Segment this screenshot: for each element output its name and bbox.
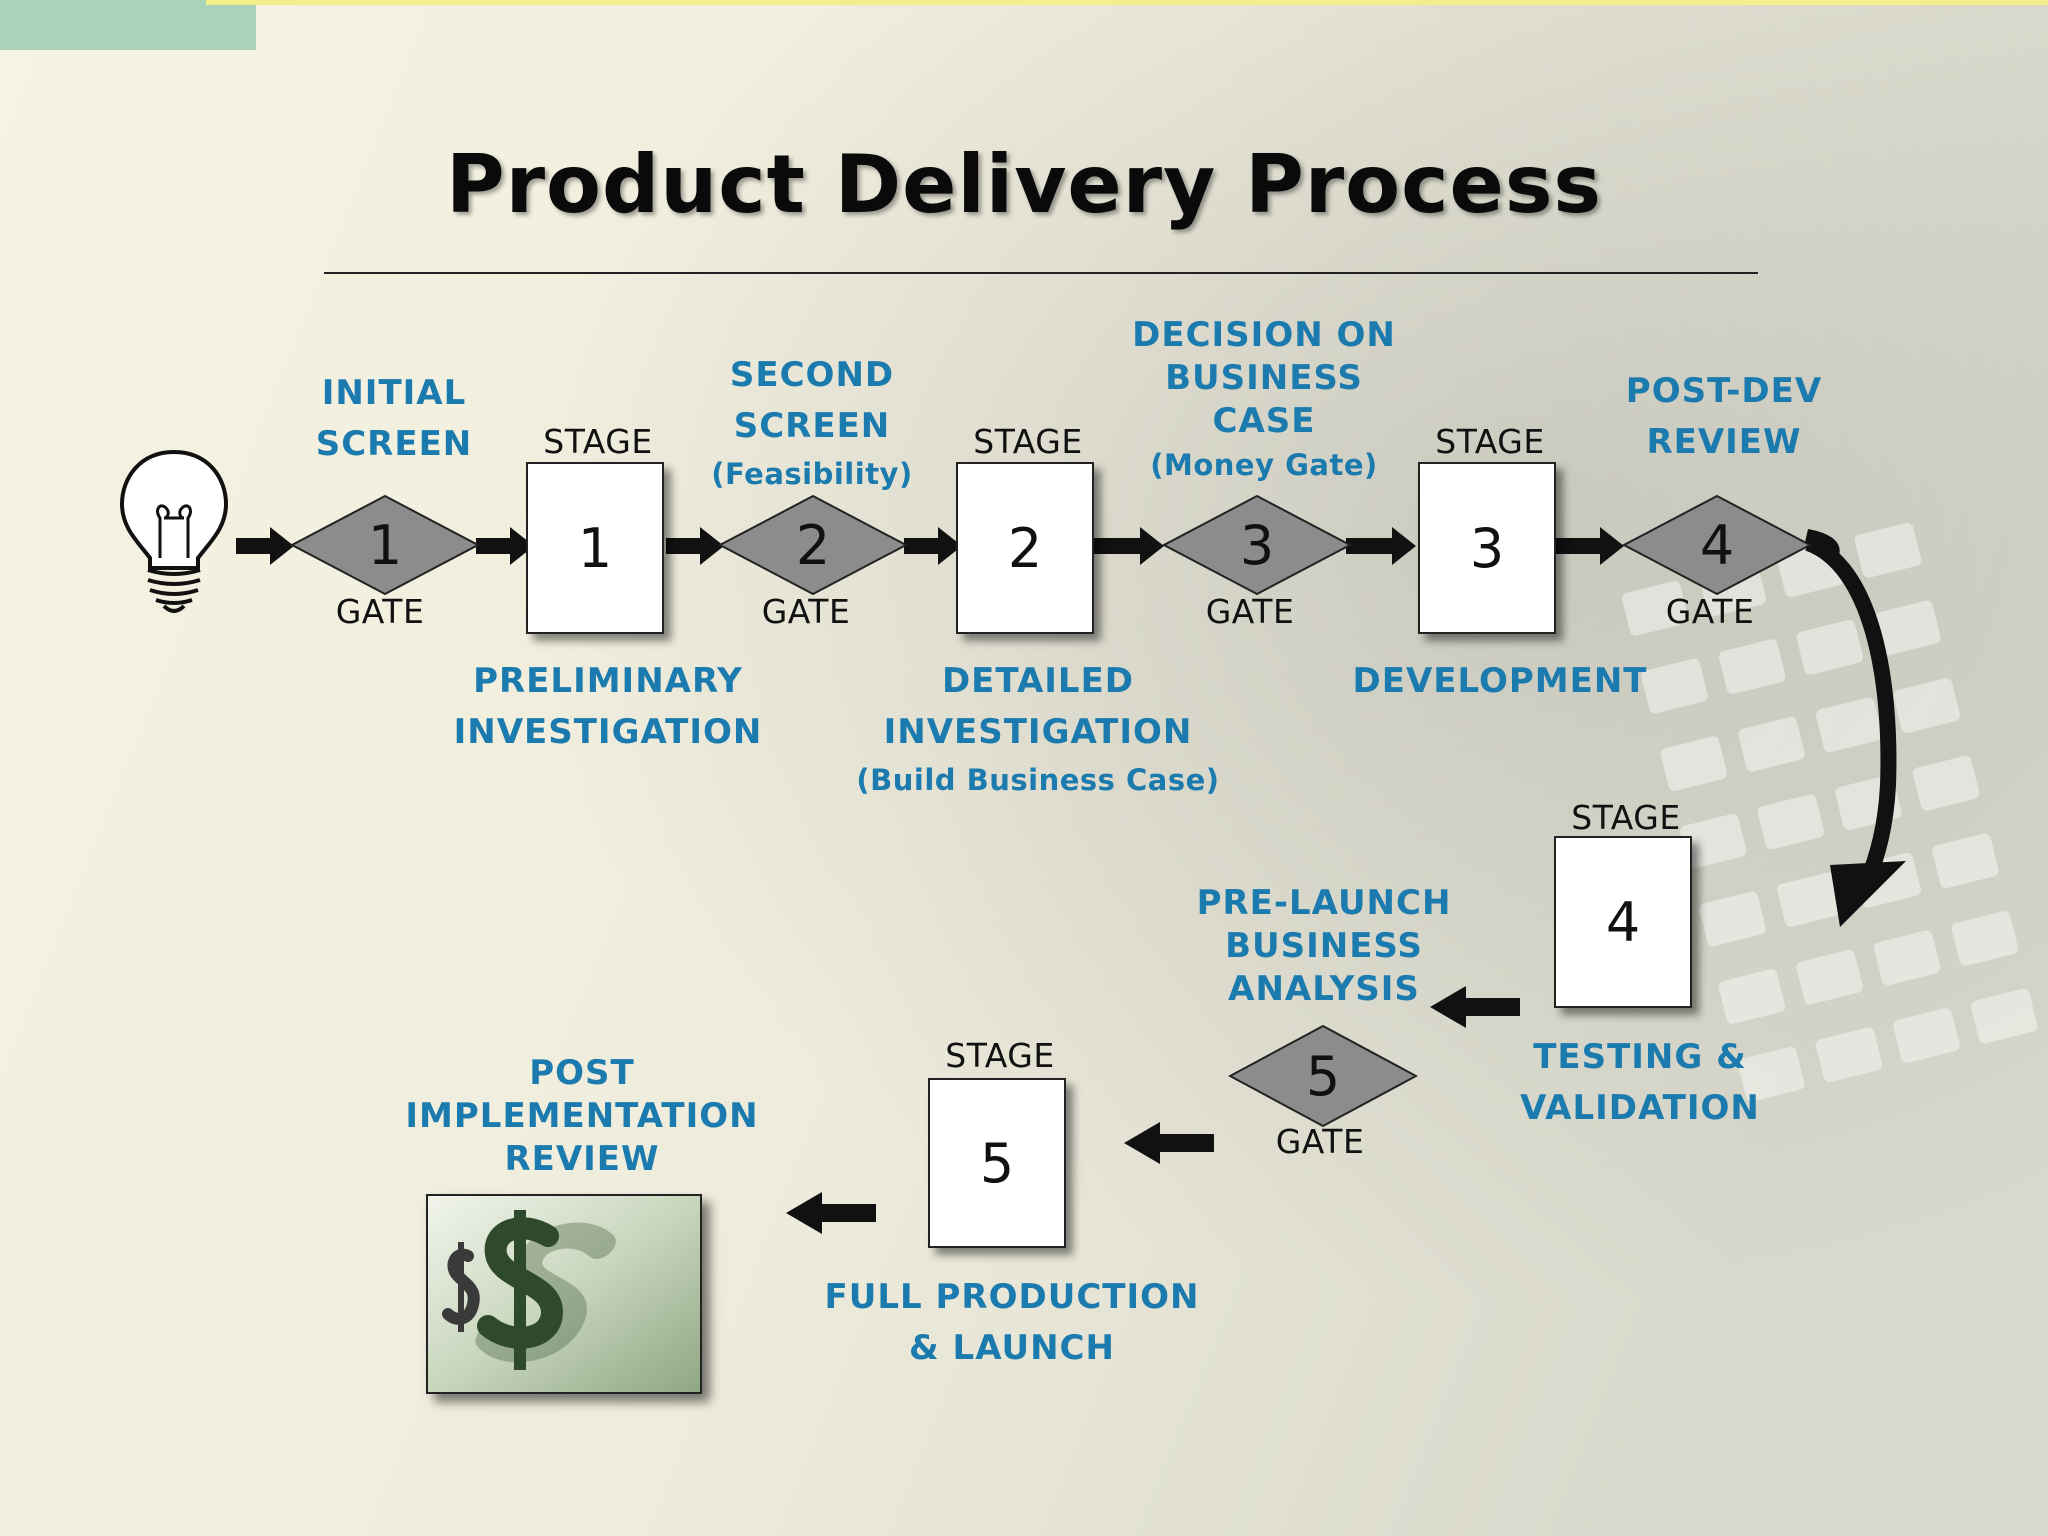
stage-number: 5 [979, 1131, 1015, 1195]
post-implementation-heading: POST IMPLEMENTATION REVIEW [405, 1053, 759, 1179]
gate-5-diamond: 5 [1228, 1024, 1418, 1128]
arrow-right-icon [1554, 527, 1624, 565]
arrow-left-icon [1430, 986, 1520, 1028]
stage-number: 4 [1605, 890, 1641, 954]
gate-number: 4 [1699, 513, 1735, 577]
gate-number: 3 [1239, 513, 1275, 577]
stage-4-box: 4 [1554, 836, 1692, 1008]
gate-label: GATE [335, 592, 425, 631]
gate-1-heading: INITIAL SCREEN [315, 373, 473, 464]
gate-label: GATE [761, 592, 851, 631]
arrow-right-icon [666, 527, 724, 565]
stage-number: 3 [1469, 516, 1505, 580]
arrow-right-icon [904, 527, 962, 565]
dollar-sign-image [426, 1194, 702, 1394]
gate-number: 1 [367, 513, 403, 577]
stage-number: 2 [1007, 516, 1043, 580]
stage-5-box: 5 [928, 1078, 1066, 1248]
gate-3-diamond: 3 [1162, 494, 1352, 596]
top-strip [206, 0, 2048, 5]
stage-label: STAGE [543, 422, 653, 461]
stage-4-caption: TESTING & VALIDATION [1520, 1037, 1760, 1128]
arrow-left-icon [786, 1192, 876, 1234]
arrow-right-icon [1094, 527, 1164, 565]
gate-label: GATE [1665, 592, 1755, 631]
gate-4-heading: POST-DEV REVIEW [1625, 371, 1823, 462]
stage-2-caption: DETAILED INVESTIGATION (Build Business C… [856, 661, 1220, 797]
arrow-left-icon [1124, 1122, 1214, 1164]
gate-1-diamond: 1 [290, 494, 480, 596]
gate-label: GATE [1205, 592, 1295, 631]
stage-label: STAGE [1435, 422, 1545, 461]
title-divider [324, 272, 1758, 274]
gate-2-heading: SECOND SCREEN (Feasibility) [711, 355, 913, 491]
stage-3-box: 3 [1418, 462, 1556, 634]
arrow-right-icon [236, 527, 294, 565]
curved-arrow-icon [1804, 529, 1906, 927]
gate-5-heading: PRE-LAUNCH BUSINESS ANALYSIS [1196, 883, 1452, 1009]
stage-label: STAGE [973, 422, 1083, 461]
lightbulb-icon [119, 449, 229, 613]
gate-number: 2 [795, 513, 831, 577]
stage-5-caption: FULL PRODUCTION & LAUNCH [824, 1277, 1200, 1368]
arrow-right-icon [476, 527, 534, 565]
stage-1-box: 1 [526, 462, 664, 634]
gate-3-heading: DECISION ON BUSINESS CASE (Money Gate) [1132, 315, 1396, 482]
gate-2-diamond: 2 [718, 494, 908, 596]
stage-1-caption: PRELIMINARY INVESTIGATION [453, 661, 763, 752]
top-left-tab [0, 0, 256, 50]
page-title: Product Delivery Process [445, 138, 1603, 231]
stage-label: STAGE [1571, 798, 1681, 837]
stage-2-box: 2 [956, 462, 1094, 634]
gate-4-diamond: 4 [1622, 494, 1812, 596]
gate-number: 5 [1305, 1044, 1341, 1108]
stage-number: 1 [577, 516, 613, 580]
gate-label: GATE [1275, 1122, 1365, 1161]
arrow-right-icon [1346, 527, 1416, 565]
stage-label: STAGE [945, 1036, 1055, 1075]
stage-3-caption: DEVELOPMENT [1352, 661, 1648, 701]
